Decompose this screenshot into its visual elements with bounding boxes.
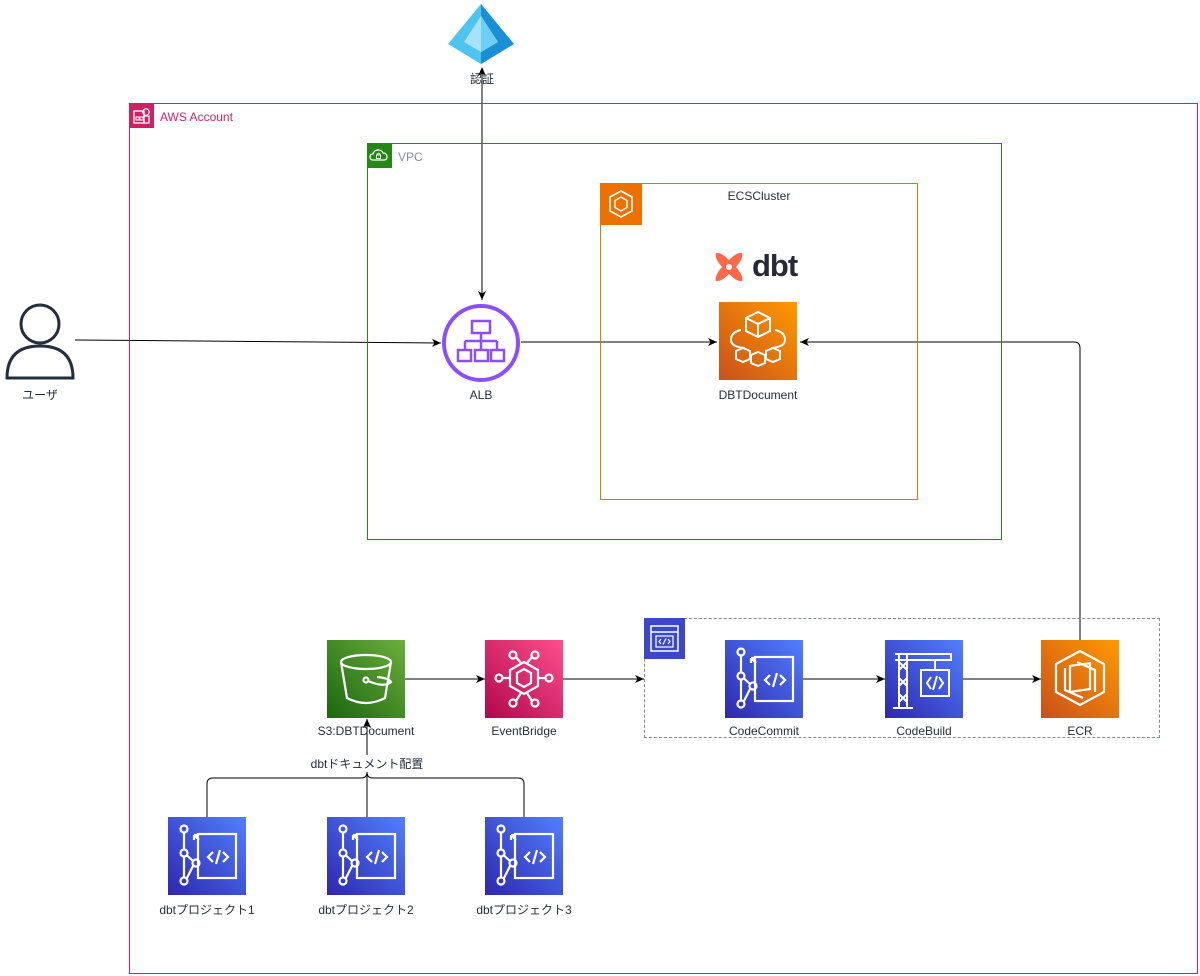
project2-repo-icon[interactable] bbox=[327, 817, 405, 895]
vpc-group[interactable] bbox=[367, 143, 1002, 540]
eventbridge-icon[interactable] bbox=[485, 640, 563, 718]
codecommit-label: CodeCommit bbox=[728, 724, 800, 738]
pipeline-group[interactable] bbox=[644, 618, 1160, 738]
aws-account-title: AWS Account bbox=[160, 110, 233, 124]
dbt-logo-icon bbox=[715, 252, 743, 282]
ecr-label: ECR bbox=[1067, 724, 1093, 738]
project2-label: dbtプロジェクト2 bbox=[318, 903, 414, 917]
user-icon bbox=[5, 303, 75, 380]
dbt-document-label: DBTDocument bbox=[718, 388, 798, 402]
auth-label: 認証 bbox=[469, 72, 494, 86]
vpc-title: VPC bbox=[398, 150, 423, 164]
ecr-icon[interactable] bbox=[1041, 640, 1119, 718]
aws-account-icon bbox=[129, 103, 154, 128]
ecs-cluster-title: ECSCluster bbox=[727, 189, 791, 203]
codebuild-label: CodeBuild bbox=[896, 724, 952, 738]
vpc-icon bbox=[367, 143, 392, 168]
edge-project3-s3 bbox=[366, 771, 525, 817]
alb-label: ALB bbox=[469, 388, 493, 402]
codepipeline-icon bbox=[644, 618, 685, 659]
codecommit-icon[interactable] bbox=[725, 640, 803, 718]
ecs-cluster-icon bbox=[600, 183, 642, 225]
dbt-document-icon[interactable] bbox=[719, 302, 797, 380]
deploy-edge-label: dbtドキュメント配置 bbox=[297, 755, 437, 772]
project1-repo-icon[interactable] bbox=[168, 817, 246, 895]
edge-user-alb bbox=[74, 338, 442, 347]
project3-repo-icon[interactable] bbox=[485, 817, 563, 895]
ecs-cluster-group[interactable] bbox=[600, 183, 918, 500]
aws-account-group[interactable] bbox=[129, 103, 1198, 974]
azure-ad-icon bbox=[448, 4, 514, 64]
eventbridge-label: EventBridge bbox=[491, 724, 557, 738]
user-label: ユーザ bbox=[22, 388, 58, 402]
alb-icon[interactable] bbox=[441, 303, 521, 383]
dbt-logo-text: dbt bbox=[752, 248, 798, 283]
s3-bucket-icon[interactable] bbox=[327, 640, 405, 718]
codebuild-icon[interactable] bbox=[885, 640, 963, 718]
edge-ecr-dbtdoc bbox=[800, 338, 1081, 640]
project3-label: dbtプロジェクト3 bbox=[476, 903, 572, 917]
s3-label: S3:DBTDocument bbox=[317, 724, 415, 738]
project1-label: dbtプロジェクト1 bbox=[159, 903, 255, 917]
